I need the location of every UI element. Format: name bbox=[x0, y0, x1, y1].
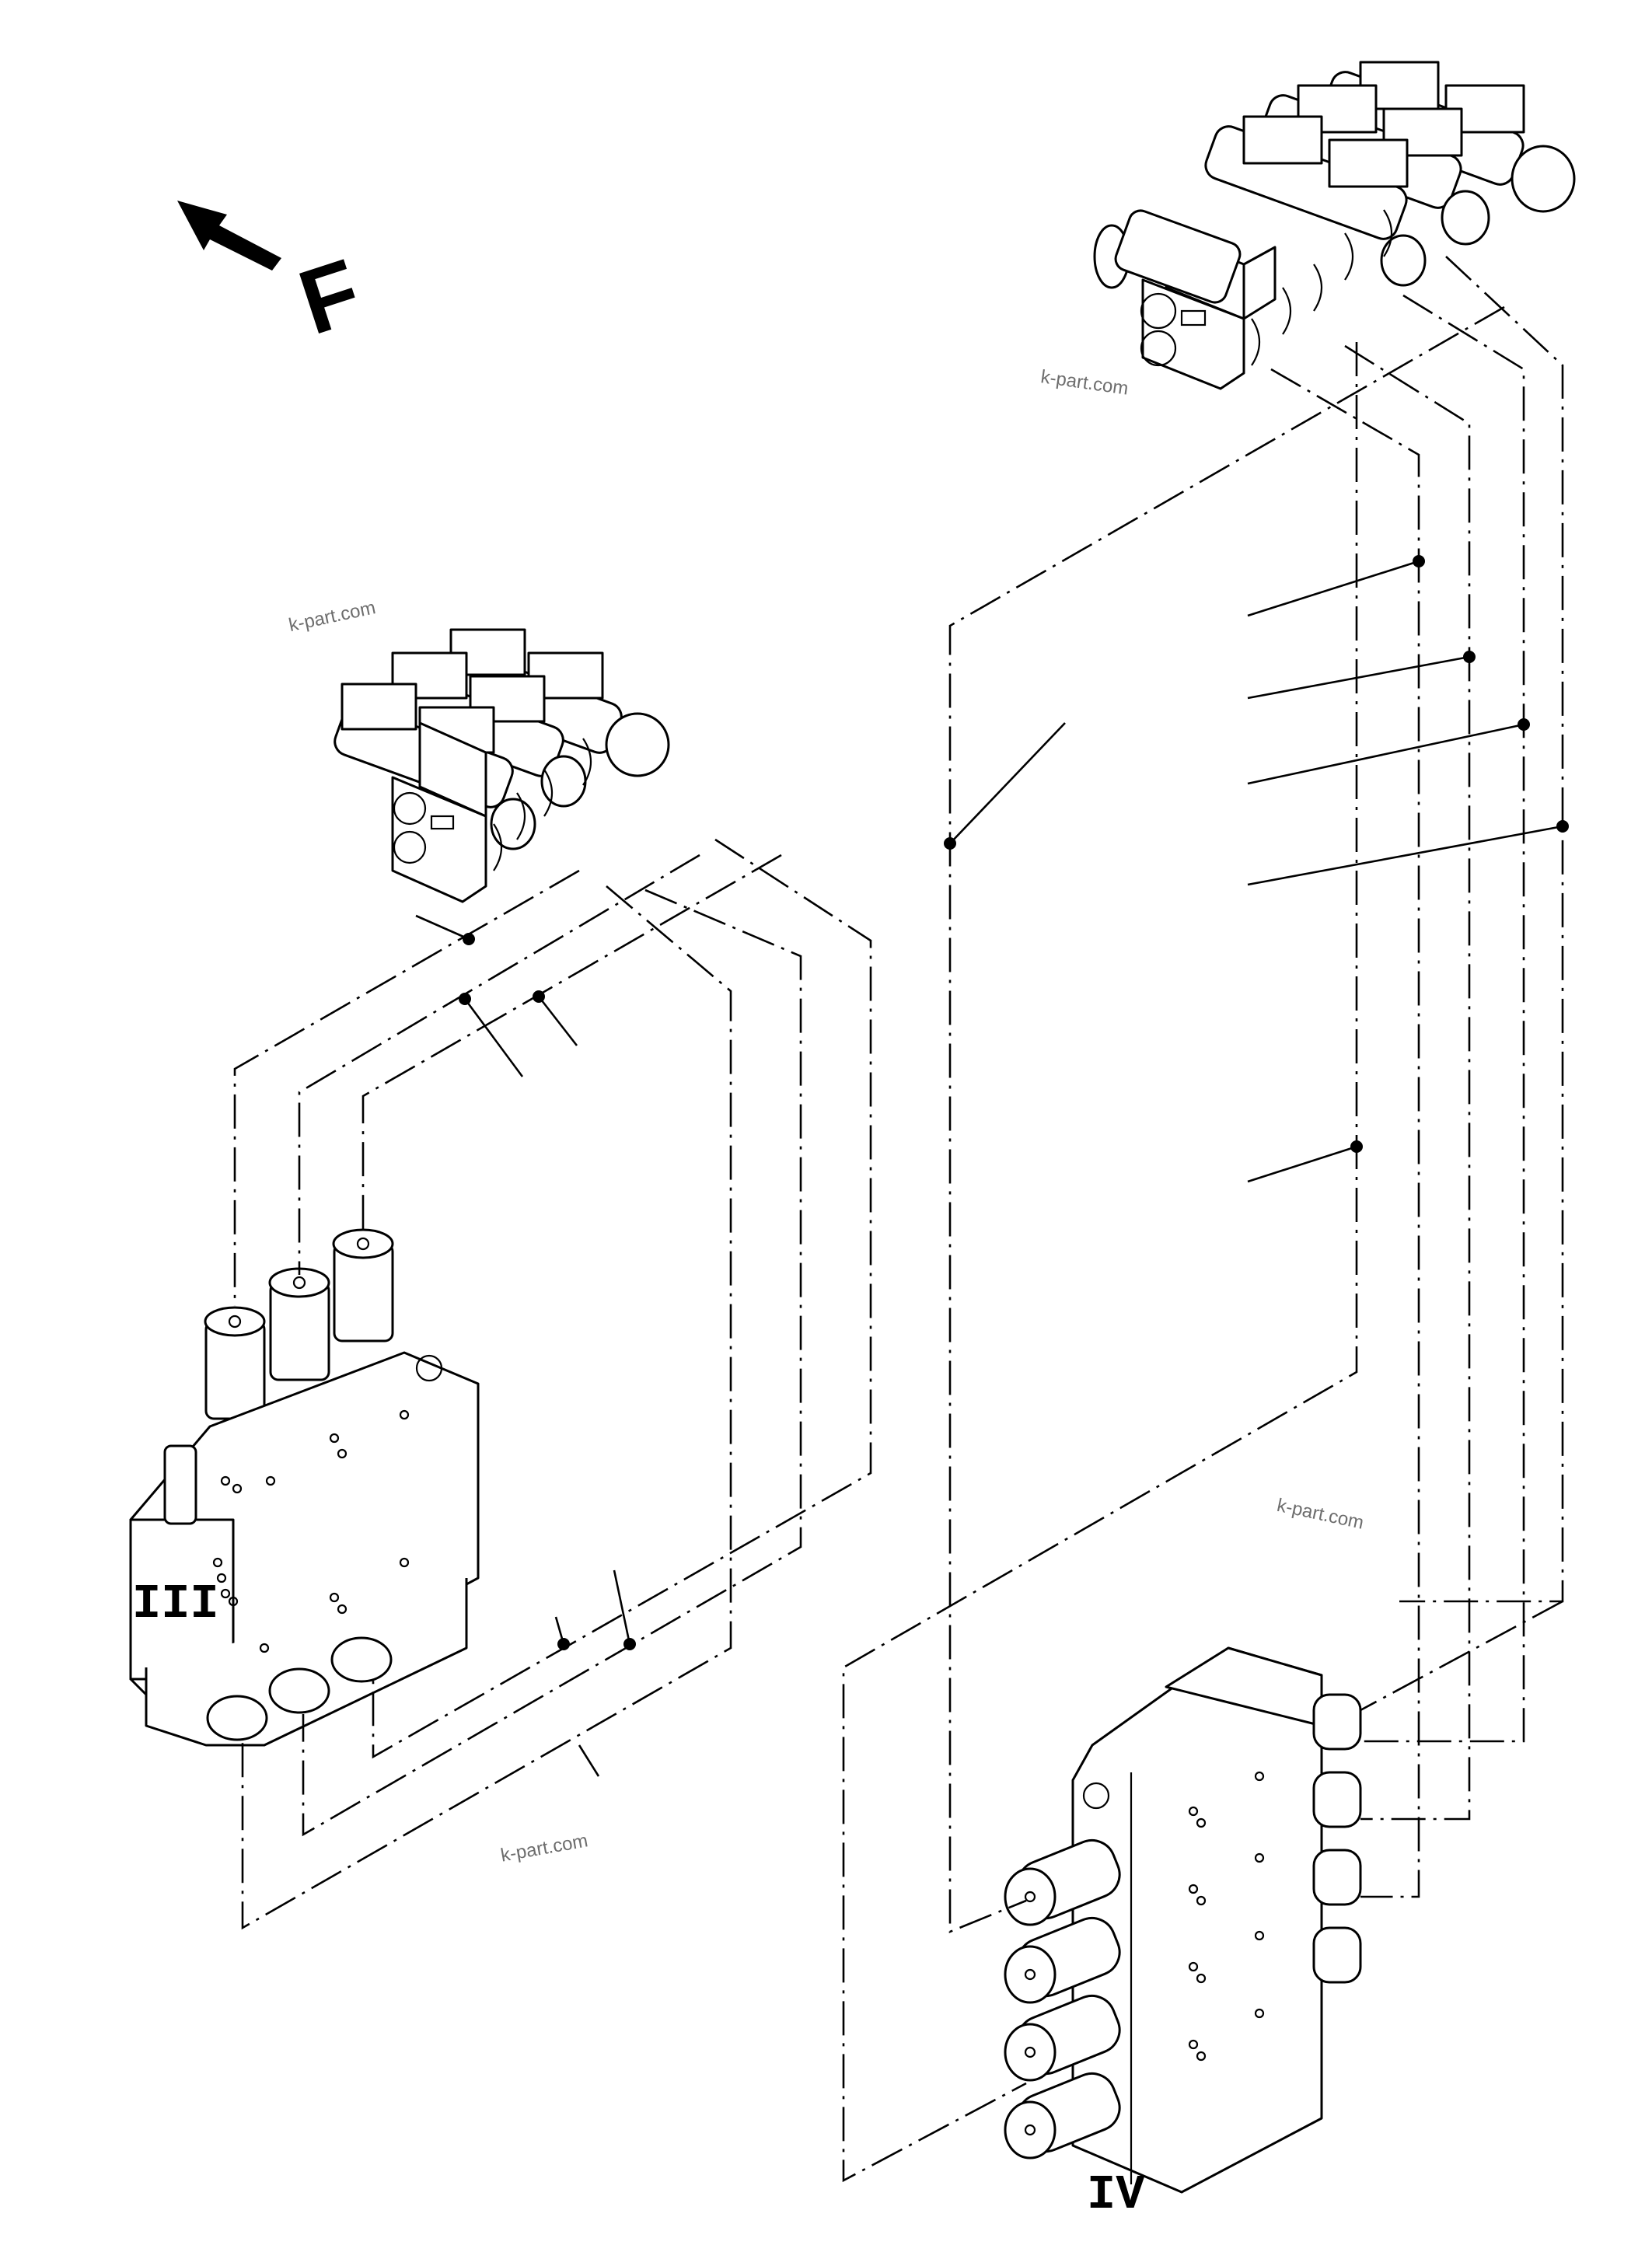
part-callout-leaders bbox=[415, 560, 1563, 1777]
watermark-text: k-part.com bbox=[1039, 366, 1130, 400]
valve-block-3: III bbox=[129, 1228, 480, 1747]
solenoid-valve-stack-top-right bbox=[1093, 61, 1576, 390]
valve-block-4: IV bbox=[1004, 1646, 1362, 2222]
forward-arrow-icon bbox=[177, 201, 281, 271]
watermark-text: k-part.com bbox=[1275, 1495, 1365, 1534]
valve-block-3-label: III bbox=[132, 1576, 219, 1632]
hose-lines-right bbox=[842, 256, 1564, 2183]
valve-block-4-label: IV bbox=[1087, 2167, 1145, 2222]
solenoid-valve-stack-left bbox=[334, 628, 670, 903]
connection-dots bbox=[459, 555, 1569, 1650]
watermark-text: k-part.com bbox=[287, 597, 377, 636]
hose-lines-left bbox=[233, 838, 872, 1930]
direction-letter: F bbox=[288, 239, 372, 354]
watermark-text: k-part.com bbox=[499, 1830, 589, 1866]
